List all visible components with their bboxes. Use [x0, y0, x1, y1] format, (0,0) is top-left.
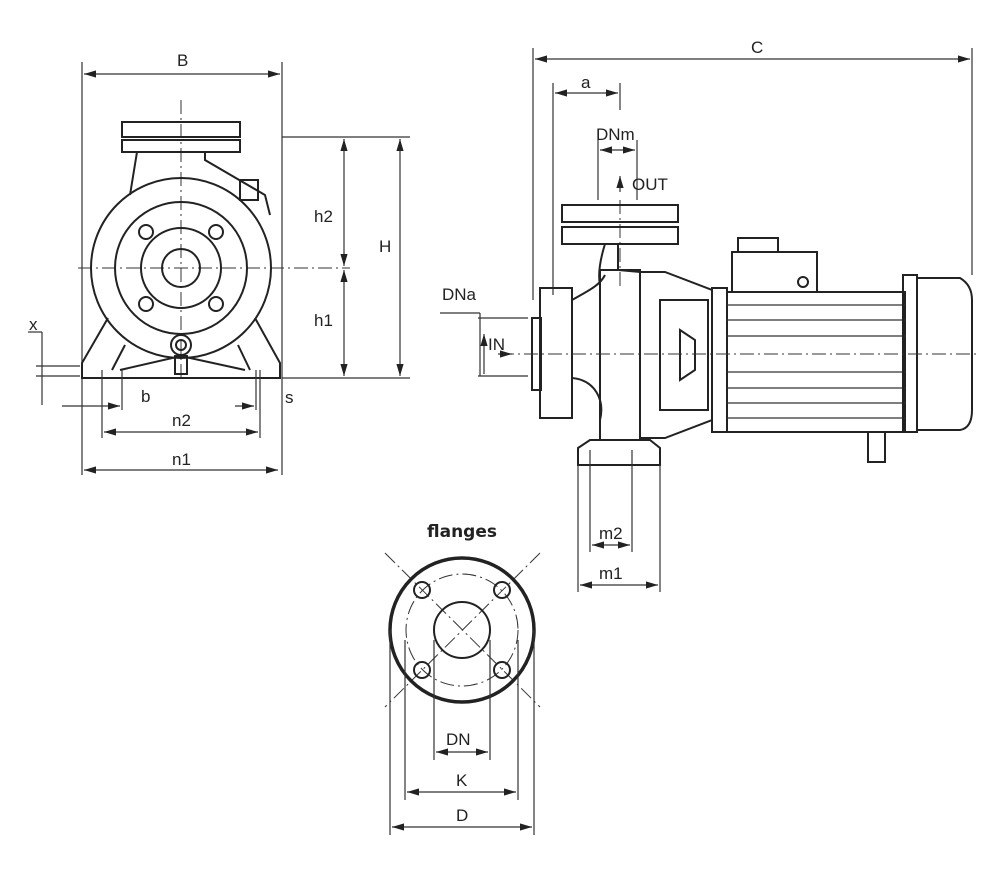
label-m2: m2	[599, 524, 623, 543]
flange-view: flanges DN K D	[384, 522, 541, 835]
label-IN: IN	[488, 335, 505, 354]
flanges-title: flanges	[427, 522, 497, 542]
label-x: x	[29, 315, 38, 334]
label-C: C	[751, 38, 763, 57]
label-OUT: OUT	[632, 175, 668, 194]
inlet-flange	[539, 287, 573, 419]
label-DNm: DNm	[596, 125, 635, 144]
front-view: B h2 h1 H x b s n2 n1	[28, 51, 410, 475]
label-h1: h1	[314, 311, 333, 330]
label-s: s	[285, 388, 294, 407]
label-n1: n1	[172, 450, 191, 469]
side-view: C a DNm OUT DNa IN m2 m1	[440, 38, 978, 592]
volute-casing	[90, 177, 272, 359]
fan-cover	[917, 277, 973, 431]
label-m1: m1	[599, 564, 623, 583]
label-b: b	[141, 387, 150, 406]
motor-body	[726, 291, 906, 433]
label-h2: h2	[314, 207, 333, 226]
label-DN: DN	[446, 730, 471, 749]
outlet-flange	[121, 121, 241, 138]
label-K: K	[456, 771, 468, 790]
label-B: B	[177, 51, 188, 70]
label-n2: n2	[172, 411, 191, 430]
label-D: D	[456, 806, 468, 825]
outlet-flange-side	[561, 204, 679, 223]
label-H: H	[379, 237, 391, 256]
label-a: a	[581, 73, 591, 92]
label-DNa: DNa	[442, 285, 477, 304]
